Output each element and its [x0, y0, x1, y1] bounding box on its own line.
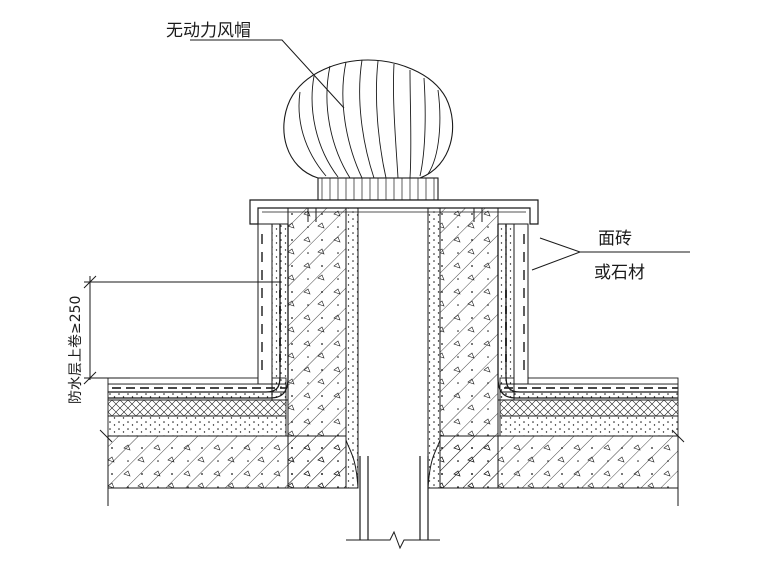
roof-slab: [107, 435, 679, 489]
roof-layers-left: [107, 377, 287, 437]
curb-left: [257, 207, 359, 489]
tile-leader: [531, 237, 690, 271]
vent-pipe: [346, 456, 440, 550]
tile-label-line2: 或石材: [594, 263, 645, 283]
dome-ribs: [298, 59, 441, 179]
dome-outline: [283, 59, 454, 179]
waterproof-upturn-label: 防水层上卷≥250: [68, 296, 84, 404]
ventilator-cap: [283, 59, 454, 201]
membrane-turnups: [108, 224, 678, 399]
ventilator-leader: [190, 39, 345, 109]
leader-lines: [190, 39, 690, 271]
upturn-dimension: [83, 275, 280, 385]
break-marks: [99, 429, 685, 506]
curb-right: [427, 207, 529, 489]
roof-layers-right: [499, 377, 679, 437]
ventilator-label: 无动力风帽: [166, 21, 251, 41]
tile-label-line1: 面砖: [598, 229, 632, 249]
